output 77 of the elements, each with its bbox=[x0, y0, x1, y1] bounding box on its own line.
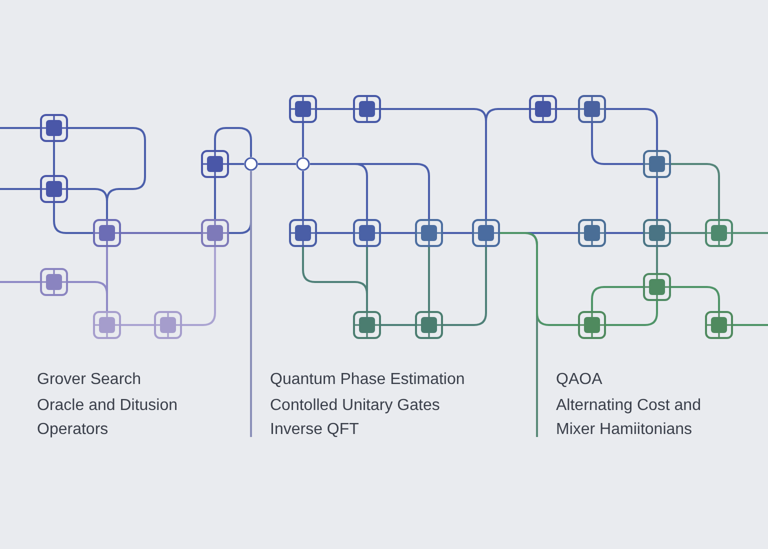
circuit-wire bbox=[557, 108, 578, 110]
circuit-wire bbox=[258, 163, 296, 165]
circuit-wire bbox=[671, 232, 705, 234]
section-description: Contolled Unitary Gates bbox=[270, 396, 440, 416]
circuit-wire bbox=[214, 127, 252, 157]
gate-symbol bbox=[529, 95, 557, 123]
circuit-wire bbox=[671, 163, 720, 219]
circuit-wire bbox=[302, 123, 304, 157]
section-description: Alternating Cost and bbox=[556, 396, 701, 416]
circuit-wire bbox=[317, 232, 353, 234]
gate-symbol bbox=[643, 273, 671, 301]
junction-circle bbox=[296, 157, 310, 171]
circuit-wire bbox=[53, 203, 93, 234]
gate-symbol bbox=[705, 311, 733, 339]
section-heading: QAOA bbox=[556, 370, 602, 390]
circuit-wire bbox=[606, 301, 658, 326]
circuit-wire bbox=[381, 232, 415, 234]
section-description: Oracle and Ditusion bbox=[37, 396, 178, 416]
gate-symbol bbox=[289, 219, 317, 247]
circuit-wire bbox=[250, 171, 252, 437]
gate-symbol bbox=[415, 311, 443, 339]
circuit-wire bbox=[500, 232, 578, 326]
circuit-wire bbox=[0, 188, 40, 190]
circuit-wire bbox=[302, 171, 304, 219]
gate-symbol bbox=[578, 219, 606, 247]
circuit-wire bbox=[428, 247, 430, 311]
circuit-wire bbox=[0, 127, 40, 129]
circuit-wire bbox=[381, 324, 415, 326]
gate-symbol bbox=[353, 219, 381, 247]
circuit-wire bbox=[443, 247, 487, 326]
gate-symbol bbox=[472, 219, 500, 247]
circuit-wire bbox=[317, 108, 353, 110]
junction-circle bbox=[244, 157, 258, 171]
gate-symbol bbox=[578, 311, 606, 339]
circuit-wire bbox=[68, 281, 108, 311]
circuit-wire bbox=[606, 232, 643, 234]
gate-symbol bbox=[578, 95, 606, 123]
circuit-wire bbox=[671, 286, 720, 311]
circuit-wire bbox=[68, 188, 108, 219]
circuit-wire bbox=[606, 108, 658, 150]
circuit-wire bbox=[591, 286, 643, 311]
gate-symbol bbox=[289, 95, 317, 123]
circuit-wire bbox=[310, 163, 430, 219]
section-description: Inverse QFT bbox=[270, 420, 359, 440]
circuit-wire bbox=[656, 247, 658, 273]
gate-symbol bbox=[40, 175, 68, 203]
circuit-wire bbox=[214, 178, 216, 219]
gate-symbol bbox=[154, 311, 182, 339]
circuit-wire bbox=[733, 232, 768, 234]
gate-symbol bbox=[93, 311, 121, 339]
circuit-wire bbox=[229, 163, 244, 165]
section-description: Mixer Hamiitonians bbox=[556, 420, 692, 440]
circuit-wire bbox=[53, 142, 55, 175]
circuit-wire bbox=[485, 108, 529, 219]
gate-symbol bbox=[353, 311, 381, 339]
section-heading: Quantum Phase Estimation bbox=[270, 370, 465, 390]
gate-symbol bbox=[643, 150, 671, 178]
section-description: Operators bbox=[37, 420, 108, 440]
gate-symbol bbox=[93, 219, 121, 247]
gate-symbol bbox=[353, 95, 381, 123]
gate-symbol bbox=[201, 150, 229, 178]
gate-symbol bbox=[40, 268, 68, 296]
circuit-wire bbox=[733, 324, 768, 326]
circuit-wire bbox=[443, 232, 472, 234]
circuit-wire bbox=[0, 281, 40, 283]
gate-symbol bbox=[201, 219, 229, 247]
gate-symbol bbox=[705, 219, 733, 247]
circuit-wire bbox=[656, 178, 658, 219]
circuit-wire bbox=[121, 232, 201, 234]
gate-symbol bbox=[40, 114, 68, 142]
section-heading: Grover Search bbox=[37, 370, 142, 390]
circuit-wire bbox=[366, 247, 368, 311]
gate-symbol bbox=[415, 219, 443, 247]
circuit-wire bbox=[591, 123, 643, 165]
gate-symbol bbox=[643, 219, 671, 247]
circuit-wire bbox=[121, 324, 154, 326]
circuit-wire bbox=[182, 247, 216, 326]
